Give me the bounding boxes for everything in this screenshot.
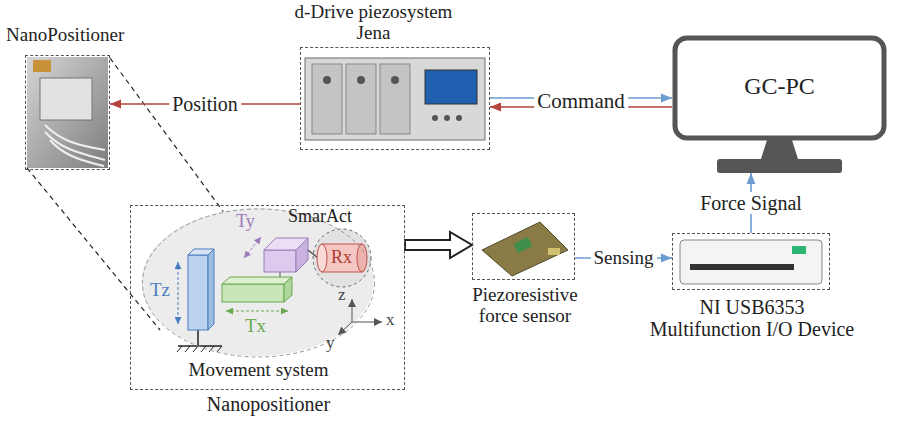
tx-stage — [284, 277, 292, 302]
node-text: Nanopositioner — [131, 393, 406, 415]
node-text: d-Drive piezosystem Jena — [291, 2, 456, 44]
region-outline — [143, 209, 375, 357]
node-text: NI USB6353 — [633, 296, 871, 318]
device-module — [380, 64, 410, 134]
sensor-box: Piezoresistive force sensor — [472, 213, 575, 280]
rx-stage — [317, 244, 327, 272]
photo — [27, 57, 108, 168]
edge-label: Position — [169, 93, 241, 115]
device-knob — [357, 76, 365, 84]
node-text: Piezoresistive force sensor — [460, 285, 590, 327]
link — [280, 272, 281, 277]
node-text: NanoPositioner — [6, 25, 146, 46]
node-text: Multifunction I/O Device — [613, 318, 891, 340]
controller-box: d-Drive piezosystem Jena — [300, 47, 490, 150]
rx-stage — [357, 244, 367, 272]
part-label: Rx — [331, 248, 352, 268]
ty-motion — [244, 237, 261, 258]
tz-stage — [208, 249, 214, 330]
zoom-line — [27, 168, 160, 330]
edge-label: Command — [534, 90, 628, 113]
axis — [352, 299, 353, 322]
device-knob — [323, 76, 331, 84]
part-label: Tx — [245, 316, 266, 337]
tx-stage — [222, 284, 284, 302]
region-fill — [142, 208, 374, 356]
post — [197, 330, 199, 346]
ty-stage — [296, 238, 308, 272]
io-slot — [690, 264, 794, 270]
photo-frame: NanoPositioner — [25, 55, 110, 170]
zoom-line — [110, 58, 225, 214]
edge-label: Force Signal — [697, 192, 805, 214]
monitor-screen — [675, 38, 884, 138]
part-label: Tz — [150, 280, 170, 301]
monitor-outline — [672, 35, 887, 173]
node-text: GC-PC — [675, 73, 884, 99]
tx-motion — [226, 311, 288, 312]
block-arrow — [405, 232, 472, 258]
photo-cables — [45, 125, 105, 166]
io-logo — [792, 246, 806, 254]
part-label: SmarAct — [288, 207, 352, 227]
monitor-neck — [761, 140, 798, 159]
device-module — [312, 64, 342, 134]
tx-stage — [222, 277, 292, 284]
computer-monitor: GC-PC — [672, 35, 887, 173]
photo-part — [40, 78, 92, 120]
sensor-chip — [548, 248, 560, 255]
sensor-chip — [514, 237, 533, 253]
device-knob — [391, 76, 399, 84]
edge-label: Sensing — [590, 248, 656, 269]
link — [308, 250, 318, 258]
part-label: y — [326, 334, 335, 353]
node-text: Movement system — [141, 360, 376, 381]
tz-stage — [188, 255, 208, 330]
part-label: z — [338, 286, 346, 305]
device-button — [456, 115, 462, 121]
part-label: Ty — [236, 212, 255, 232]
ty-stage — [264, 250, 296, 272]
tz-motion — [178, 262, 179, 324]
monitor-base — [717, 159, 842, 173]
device-button — [444, 115, 450, 121]
axis — [338, 322, 352, 335]
photo-part — [33, 60, 51, 72]
device-body — [305, 58, 485, 140]
rotary-region — [313, 229, 371, 287]
device-screen — [425, 70, 477, 104]
device-button — [432, 115, 438, 121]
io-device — [680, 240, 822, 284]
device-module — [346, 64, 376, 134]
part-label: x — [386, 311, 395, 330]
rx-stage — [322, 244, 362, 272]
io-box: NI USB6353Multifunction I/O Device — [672, 233, 830, 290]
sensor-pcb — [482, 222, 568, 276]
system-box: NanopositionerMovement system — [130, 205, 405, 390]
